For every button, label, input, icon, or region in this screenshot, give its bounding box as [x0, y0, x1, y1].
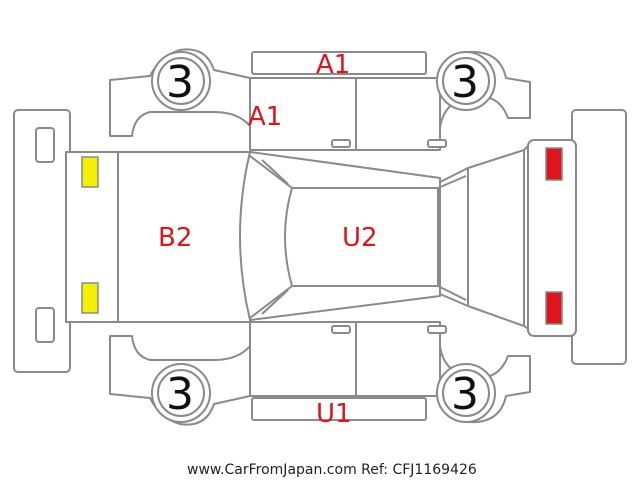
lower-side-profile: [109, 321, 531, 426]
rear-lamp-bottom: [81, 282, 99, 314]
tire-rear-bottom-value: 3: [166, 369, 194, 420]
cabin-outline: [239, 151, 467, 321]
watermark-text: www.CarFromJapan.com Ref: CFJ1169426: [187, 462, 477, 478]
front-bumper-code: A1: [316, 50, 350, 80]
tire-front-top: [436, 51, 496, 111]
hood-panel-outline: [439, 139, 577, 337]
rear-bumper-outline: [13, 109, 71, 373]
front-lamp-bottom: [545, 291, 563, 325]
tire-front-top-value: 3: [451, 57, 479, 108]
tire-rear-top-value: 3: [166, 57, 194, 108]
front-bumper-outline: [571, 109, 627, 365]
trunk-code: B2: [158, 223, 192, 253]
rear-lamp-top: [81, 156, 99, 188]
tire-rear-top: [151, 51, 211, 111]
rear-bumper-code: U1: [316, 399, 352, 429]
hood-code: A1: [248, 102, 282, 132]
trunk-panel-outline: [65, 151, 251, 323]
tire-front-bottom-value: 3: [451, 369, 479, 420]
tire-front-bottom: [436, 363, 496, 423]
roof-code: U2: [342, 223, 378, 253]
tire-rear-bottom: [151, 363, 211, 423]
front-lamp-top: [545, 147, 563, 181]
